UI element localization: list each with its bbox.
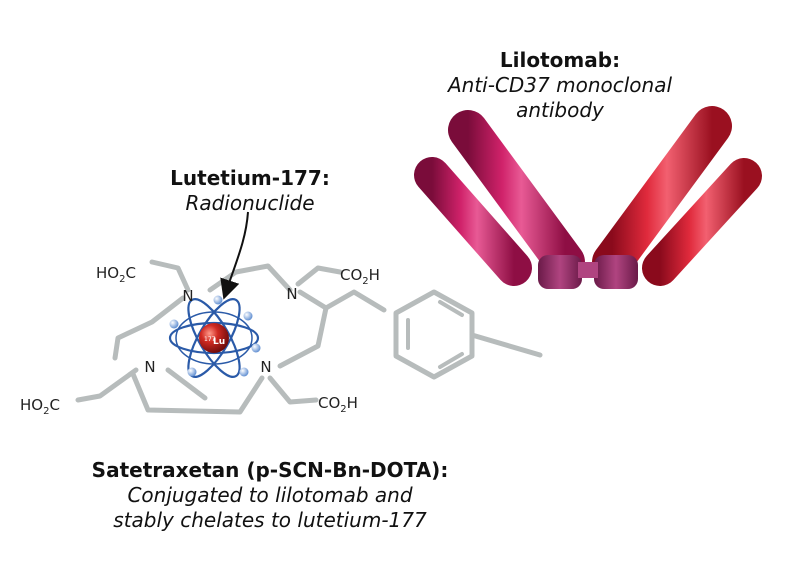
antibody-subtitle-line1: Anti-CD37 monoclonal	[447, 73, 673, 97]
electron-4	[187, 367, 197, 377]
radionuclide-subtitle: Radionuclide	[185, 191, 315, 215]
acid-group-nw: HO2C	[96, 264, 136, 285]
atom-mass-number: 177	[204, 336, 216, 343]
benzene-ring	[393, 289, 475, 380]
ring-bond-s	[130, 371, 265, 415]
nitrogen-ne: N	[286, 285, 297, 303]
chemistry-labels: N N N N HO2C CO2H HO2C CO2H	[20, 264, 380, 417]
antibody-right-heavy-arm	[592, 106, 732, 282]
electron-5	[213, 295, 223, 305]
electron-2	[243, 311, 253, 321]
nitrogen-nw: N	[182, 287, 193, 305]
antibody-right-light-chain	[642, 158, 762, 286]
antibody-title: Lilotomab:	[499, 48, 621, 72]
radionuclide-arrow	[220, 211, 249, 300]
antibody-hinge-right	[594, 255, 638, 289]
antibody-subtitle-line2: antibody	[516, 98, 604, 122]
nitrogen-sw: N	[144, 358, 155, 376]
arm-ne	[295, 265, 343, 287]
antibody-label: Lilotomab: Anti-CD37 monoclonal antibody	[440, 48, 680, 123]
chelator-title: Satetraxetan (p-SCN-Bn-DOTA):	[91, 458, 449, 482]
radionuclide-label: Lutetium-177: Radionuclide	[150, 166, 350, 216]
orbit-outer	[175, 311, 253, 365]
atom-nucleus	[199, 323, 229, 353]
antibody-hinge-left	[538, 255, 582, 289]
arm-se	[267, 375, 319, 405]
ring-bond-nw	[112, 295, 186, 361]
chelator-line2: stably chelates to lutetium-177	[113, 508, 427, 532]
acid-group-se: CO2H	[318, 394, 358, 415]
nitrogen-se: N	[260, 358, 271, 376]
orbit-60	[187, 298, 241, 378]
chelator-structure	[75, 259, 543, 415]
antibody-hinge-bridge	[578, 262, 598, 278]
acid-group-sw: HO2C	[20, 396, 60, 417]
antibody-left-light-chain	[414, 157, 532, 286]
lutetium-atom: 177 Lu	[168, 295, 261, 378]
chelator-line1: Conjugated to lilotomab and	[127, 483, 413, 507]
antibody-linker	[469, 332, 543, 358]
radionuclide-title: Lutetium-177:	[170, 166, 330, 190]
electron-3	[251, 343, 261, 353]
antibody	[414, 106, 762, 465]
arm-nw	[149, 259, 191, 293]
electron-1	[169, 319, 179, 329]
ring-bond-e	[277, 289, 329, 369]
ring-bond-n	[207, 263, 293, 293]
arm-sw	[75, 367, 139, 403]
benzene-double-2	[438, 300, 464, 317]
chelator-label: Satetraxetan (p-SCN-Bn-DOTA): Conjugated…	[70, 458, 470, 533]
ring-bond-inner	[165, 367, 208, 401]
acid-group-ne: CO2H	[340, 266, 380, 287]
electron-6	[239, 367, 249, 377]
benzene-double-3	[438, 352, 464, 369]
atom-symbol: Lu	[213, 337, 225, 347]
benzyl-linker	[323, 289, 387, 313]
antibody-left-heavy-arm	[448, 110, 585, 282]
